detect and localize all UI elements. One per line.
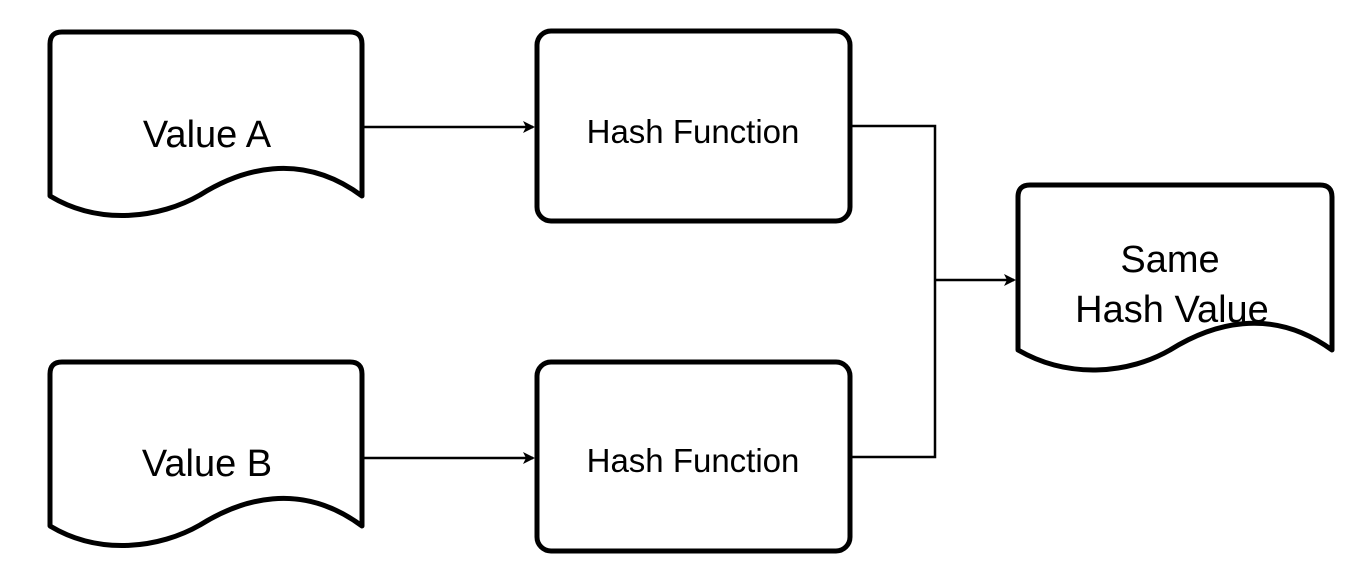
hash-function-label-top: Hash Function	[587, 113, 800, 150]
output-label-line-1: Same	[1120, 239, 1219, 281]
hash-function-box-top: Hash Function	[534, 28, 853, 224]
output-label-line-2: Hash Value	[1075, 289, 1269, 331]
document-shape	[47, 29, 365, 219]
input-label-b: Value B	[142, 443, 272, 485]
hash-function-box-bottom: Hash Function	[534, 359, 853, 554]
connector-top-hash-to-merge	[850, 124, 937, 280]
input-label-a: Value A	[143, 114, 272, 156]
connector-bottom-hash-to-merge	[850, 280, 937, 459]
input-document-value-b: Value B	[47, 359, 365, 549]
document-shape	[1015, 182, 1335, 373]
document-shape	[47, 359, 365, 549]
input-document-value-a: Value A	[47, 29, 365, 219]
output-document-same-hash: Same Hash Value	[1015, 182, 1335, 373]
hash-function-label-bottom: Hash Function	[587, 442, 800, 479]
